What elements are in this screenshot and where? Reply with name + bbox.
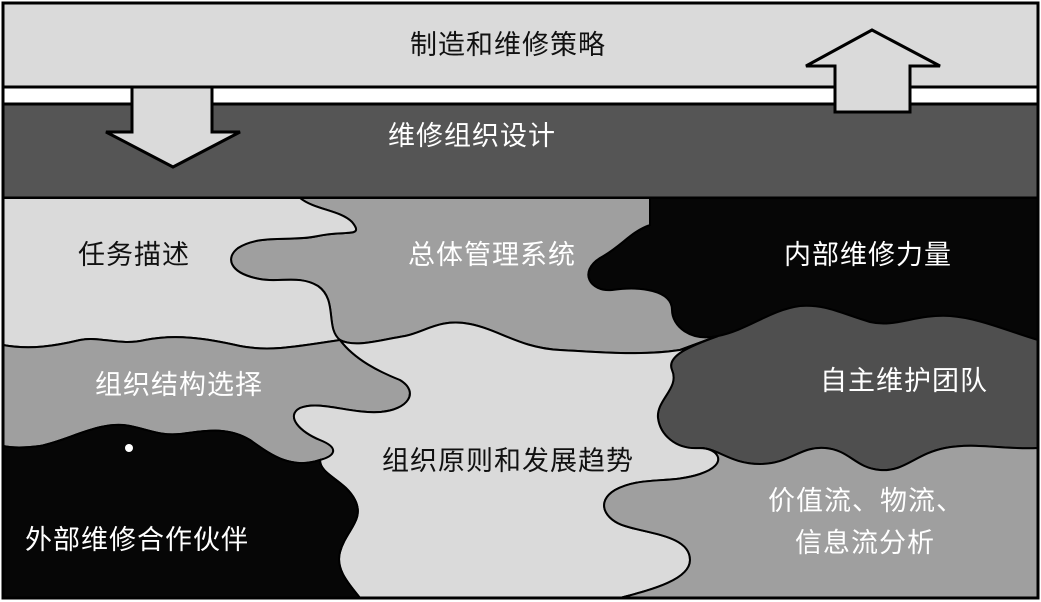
- strategy-label: 制造和维修策略: [410, 32, 606, 59]
- structure-choice-label: 组织结构选择: [95, 372, 263, 399]
- external-partner-label: 外部维修合作伙伴: [25, 527, 249, 554]
- autonomous-team-label: 自主维护团队: [820, 368, 988, 395]
- small-dot: [125, 444, 133, 452]
- flow-analysis-label-line1: 价值流、物流、: [768, 488, 964, 515]
- task-description-label: 任务描述: [78, 242, 190, 269]
- organization-design-label: 维修组织设计: [388, 123, 556, 150]
- internal-maintenance-label: 内部维修力量: [784, 242, 952, 269]
- flow-analysis-label-line2: 信息流分析: [795, 530, 935, 557]
- principles-trends-label: 组织原则和发展趋势: [382, 448, 634, 475]
- management-system-label: 总体管理系统: [408, 242, 576, 269]
